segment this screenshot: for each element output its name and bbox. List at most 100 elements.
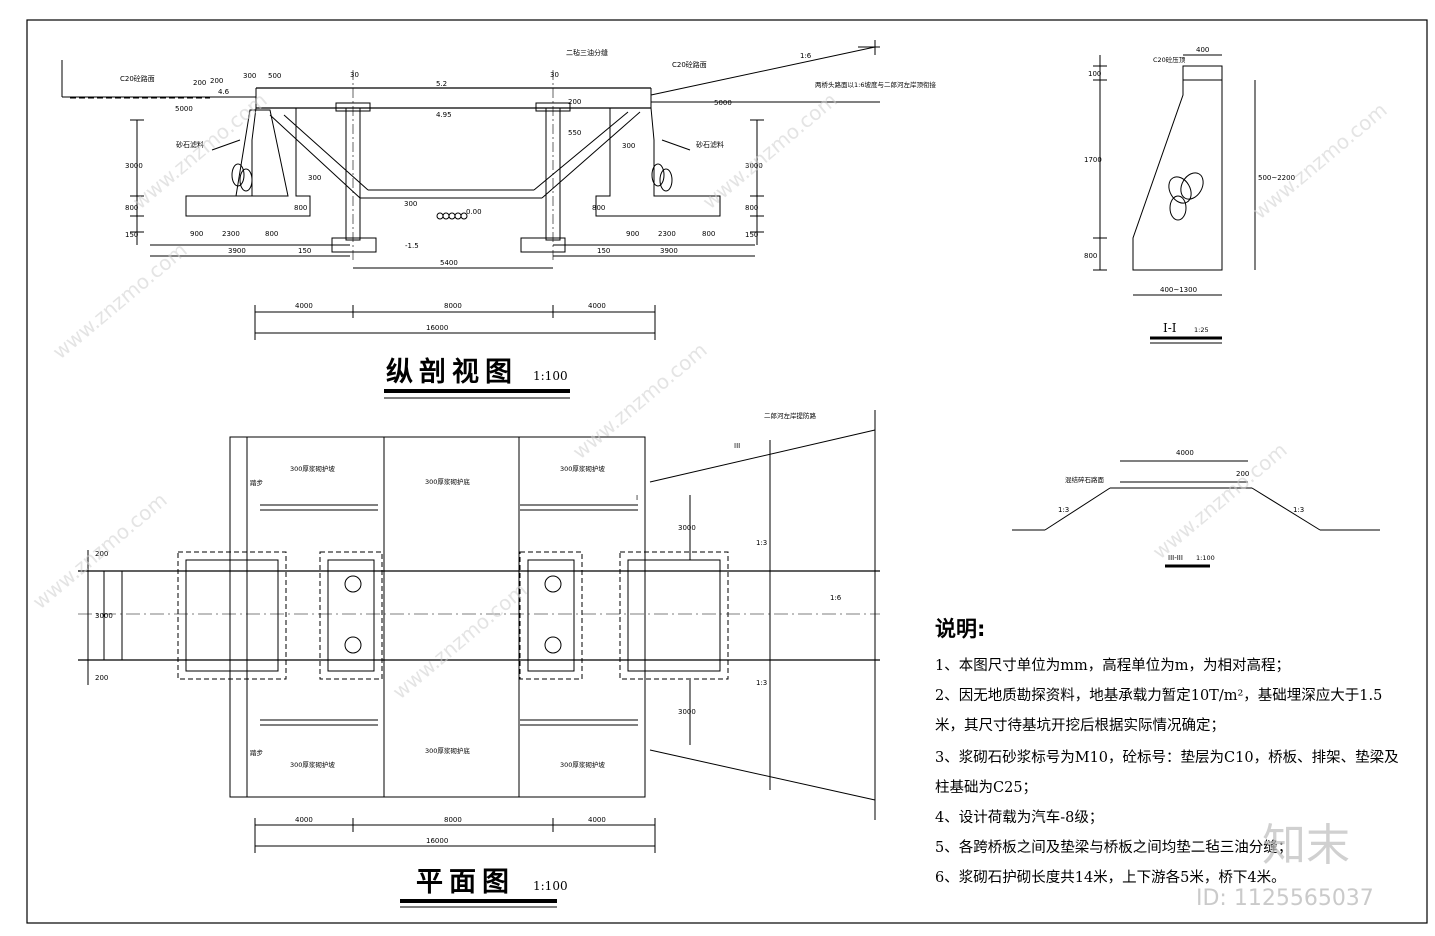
watermark-id: ID: 1125565037 [1196, 886, 1374, 911]
section-3 [1012, 460, 1380, 568]
notes-title: 说明: [935, 617, 985, 641]
dim: 3000 [678, 524, 696, 532]
dim: 16000 [426, 837, 448, 845]
label-step-b: 踏步 [250, 748, 264, 757]
dim: 800 [702, 230, 715, 238]
note-line: 4、设计荷载为汽车-8级； [935, 809, 1103, 826]
dim: 900 [190, 230, 203, 238]
elev-4.6: 4.6 [218, 88, 230, 96]
label-ramp: 1:6 [830, 594, 842, 602]
dim: 150 [597, 247, 610, 255]
section-1-scale: 1:25 [1194, 326, 1209, 334]
plan-scale: 1:100 [533, 879, 568, 893]
dim: 200 [95, 674, 108, 682]
dim: 900 [626, 230, 639, 238]
dim: 300 [404, 200, 417, 208]
notes: 说明: 1、本图尺寸单位为mm，高程单位为m，为相对高程； 2、因无地质勘探资料… [935, 617, 1399, 886]
dim: 8000 [444, 816, 462, 824]
dim: 800 [592, 204, 605, 212]
note-line: 2、因无地质勘探资料，地基承载力暂定10T/m²，基础埋深应大于1.5 [935, 686, 1382, 704]
dim: 100 [1088, 70, 1101, 78]
dim: 4000 [588, 302, 606, 310]
dim: 4000 [588, 816, 606, 824]
dim: 200 [95, 550, 108, 558]
label-bottom-top: 300厚浆砌护底 [425, 477, 470, 486]
drawing-border [26, 19, 1428, 924]
dim: 400 [1196, 46, 1209, 54]
dim: 300 [308, 174, 321, 182]
dim: 2300 [222, 230, 240, 238]
dim: 150 [125, 231, 138, 239]
plan-view [78, 410, 880, 908]
dim: 5000 [175, 105, 193, 113]
elev-0.00: 0.00 [466, 208, 482, 216]
note-line: 5、各跨桥板之间及垫梁与桥板之间均垫二毡三油分缝； [935, 838, 1292, 856]
note-line: 6、浆砌石护砌长度共14米，上下游各5米，桥下4米。 [935, 868, 1286, 886]
plan-labels: 300厚浆砌护坡 300厚浆砌护底 300厚浆砌护坡 300厚浆砌护坡 300厚… [95, 411, 842, 898]
elev-minus-1.5: -1.5 [405, 242, 419, 250]
dim: 30 [350, 71, 359, 79]
section-3-labels: 混结碎石路面 1:3 1:3 4000 200 III-III 1:100 [1058, 449, 1304, 562]
dim: 150 [745, 231, 758, 239]
label-sec1: I [636, 494, 638, 502]
dim: 3000 [125, 162, 143, 170]
elev-4.95: 4.95 [436, 111, 452, 119]
section-3-title: III-III [1168, 554, 1183, 562]
dim: 3900 [660, 247, 678, 255]
dim: 3000 [678, 708, 696, 716]
label-revet-tl: 300厚浆砌护坡 [290, 464, 335, 473]
label-slope-b: 1:3 [756, 679, 767, 687]
section-scale: 1:100 [533, 369, 568, 383]
dim: 150 [298, 247, 311, 255]
section-title: 纵剖视图 [386, 356, 518, 388]
label-slope-l: 1:3 [1058, 506, 1069, 514]
dim: 3000 [95, 612, 113, 620]
watermark-brand: 知末 [1262, 820, 1350, 871]
label-revet-bl: 300厚浆砌护坡 [290, 760, 335, 769]
dim: 800 [125, 204, 138, 212]
dim: 8000 [444, 302, 462, 310]
section-view [61, 40, 880, 399]
dim: 4000 [295, 816, 313, 824]
dim: 16000 [426, 324, 448, 332]
note-line: 柱基础为C25； [935, 779, 1037, 796]
dim: 3000 [745, 162, 763, 170]
dim: 4000 [1176, 449, 1194, 457]
dim: 550 [568, 129, 581, 137]
label-revet-tr: 300厚浆砌护坡 [560, 464, 605, 473]
note-line: 1、本图尺寸单位为mm，高程单位为m，为相对高程； [935, 657, 1290, 674]
dim: 800 [745, 204, 758, 212]
label-felt: 二毡三油分缝 [566, 48, 608, 57]
dim: 800 [1084, 252, 1097, 260]
label-revet-br: 300厚浆砌护坡 [560, 760, 605, 769]
note-line: 米，其尺寸待基坑开挖后根据实际情况确定； [935, 717, 1225, 734]
dim: 200 [210, 77, 223, 85]
plan-title: 平面图 [416, 867, 515, 898]
dim: 500~2200 [1258, 174, 1295, 182]
dim: 300 [622, 142, 635, 150]
dim: 200 [568, 98, 581, 106]
section-1-title: I-I [1163, 321, 1177, 335]
section-labels: 二毡三油分缝 C20砼路面 C20砼路面 1:6 两桥头路面以1:6坡度与二郎河… [120, 48, 936, 388]
label-filter-left: 砂石滤料 [176, 140, 204, 149]
dim: 300 [243, 72, 256, 80]
section-1 [1093, 54, 1256, 344]
label-c20-road: C20砼路面 [672, 60, 707, 69]
label-filter-right: 砂石滤料 [696, 140, 724, 149]
label-step-a: 踏步 [250, 478, 264, 487]
dim: 200 [1236, 470, 1249, 478]
label-bottom-bot: 300厚浆砌护底 [425, 746, 470, 755]
elev-5.2: 5.2 [436, 80, 447, 88]
dim: 800 [265, 230, 278, 238]
label-c20-road-left: C20砼路面 [120, 74, 155, 83]
dim: 3900 [228, 247, 246, 255]
note-line: 3、浆砌石砂浆标号为M10，砼标号：垫层为C10，桥板、排架、垫梁及 [935, 748, 1399, 766]
dim: 200 [193, 79, 206, 87]
dim: 30 [550, 71, 559, 79]
section-1-labels: C20砼压顶 400 100 1700 500~2200 800 400~130… [1084, 46, 1295, 335]
dim: 800 [294, 204, 307, 212]
label-road: 混结碎石路面 [1065, 475, 1105, 484]
label-slope-note: 两桥头路面以1:6坡度与二郎河左岸顶衔接 [815, 80, 936, 89]
dim: 1700 [1084, 156, 1102, 164]
